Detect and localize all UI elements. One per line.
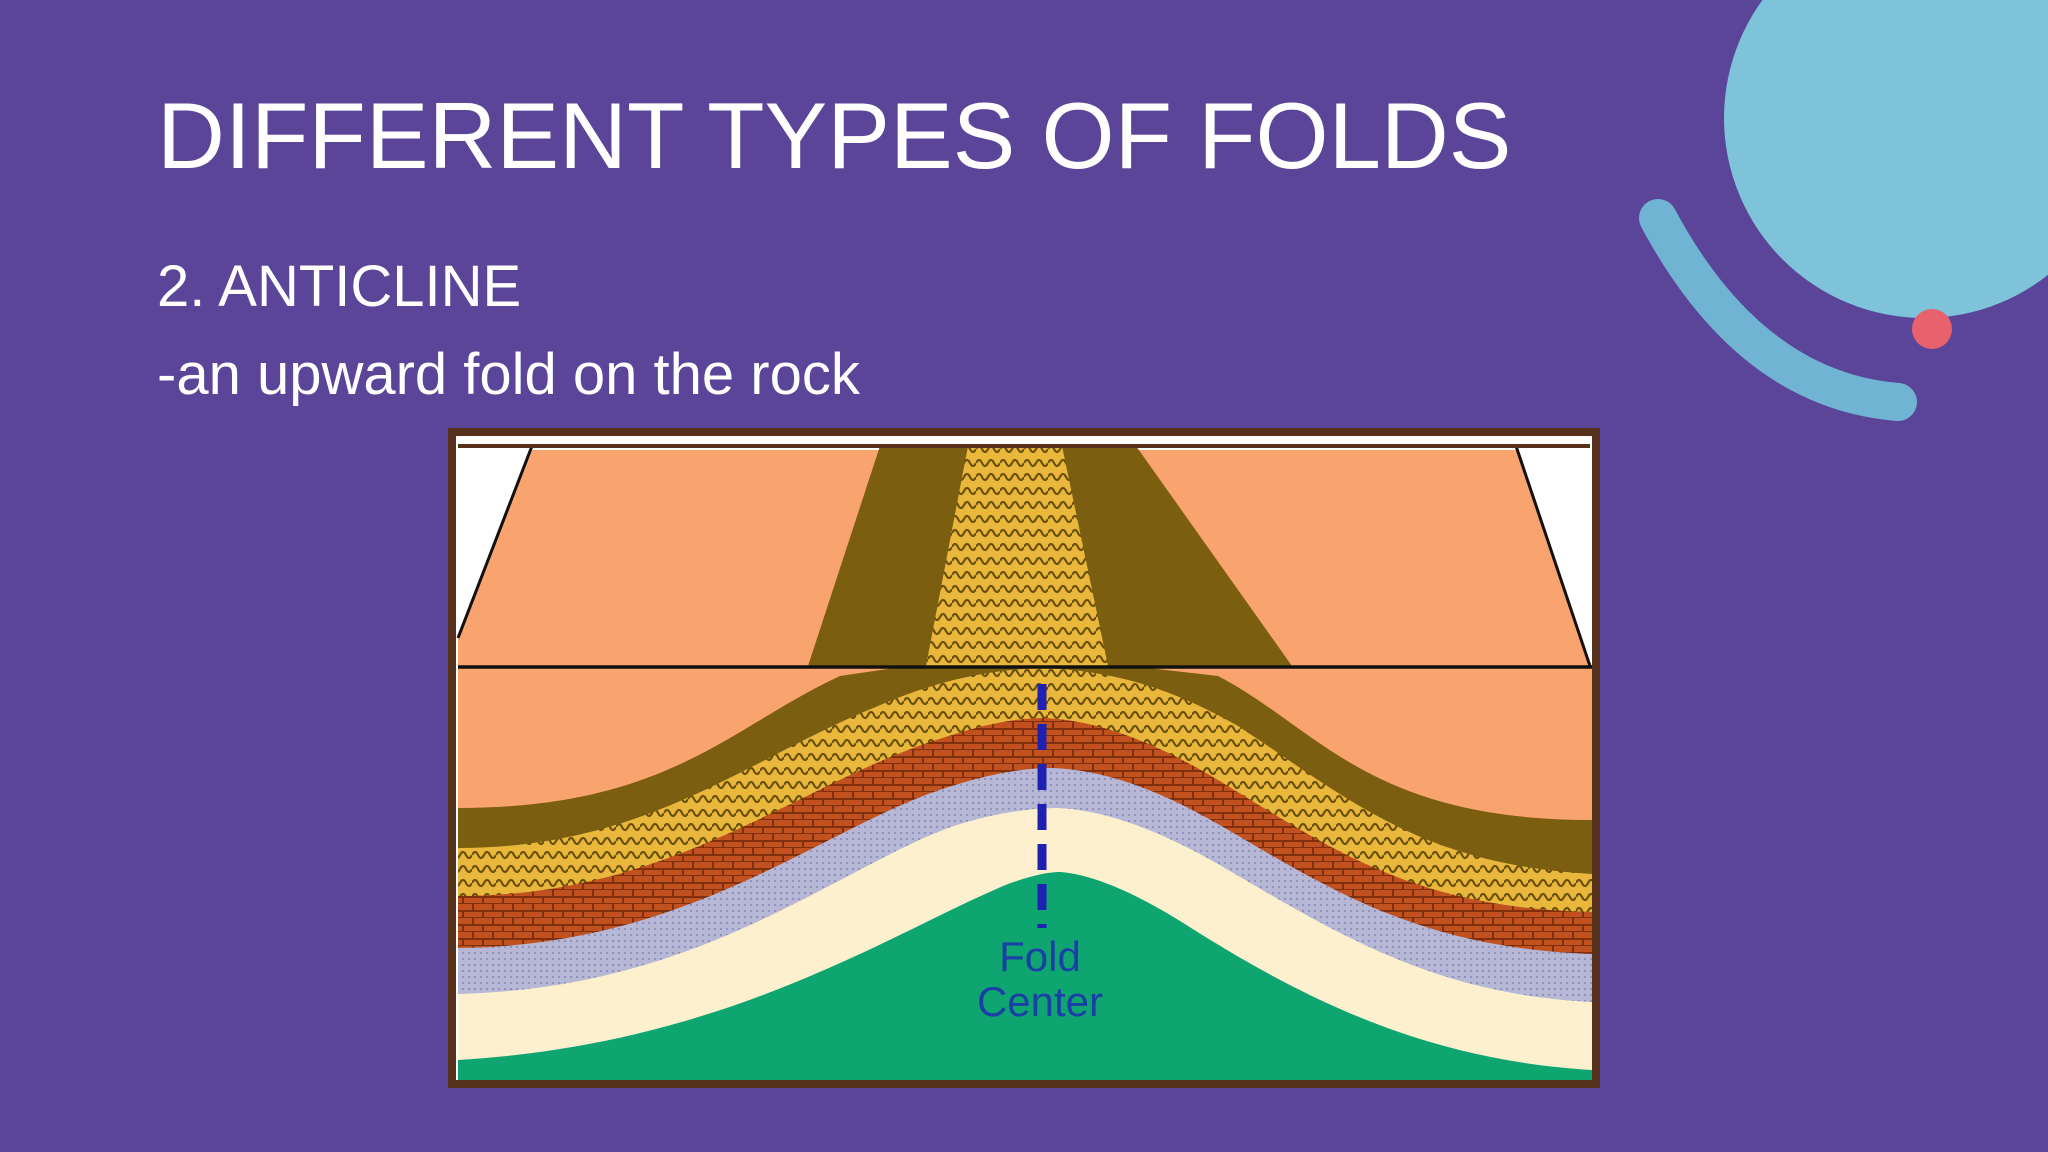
fold-label-line2: Center [976,978,1104,1026]
anticline-diagram [448,428,1600,1088]
slide-title: DIFFERENT TYPES OF FOLDS [157,83,1512,188]
decorative-dot [1912,309,1952,349]
slide-subtitle: 2. ANTICLINE [157,254,522,319]
slide-description: -an upward fold on the rock [157,342,860,407]
layer-green-core [458,872,1592,1080]
decorative-arc [1639,199,1917,421]
surface-squiggle-band [926,446,1108,666]
decorative-circle [1724,0,2048,318]
fold-label-line1: Fold [999,933,1081,980]
fold-center-label: Fold Center [920,934,1160,1025]
